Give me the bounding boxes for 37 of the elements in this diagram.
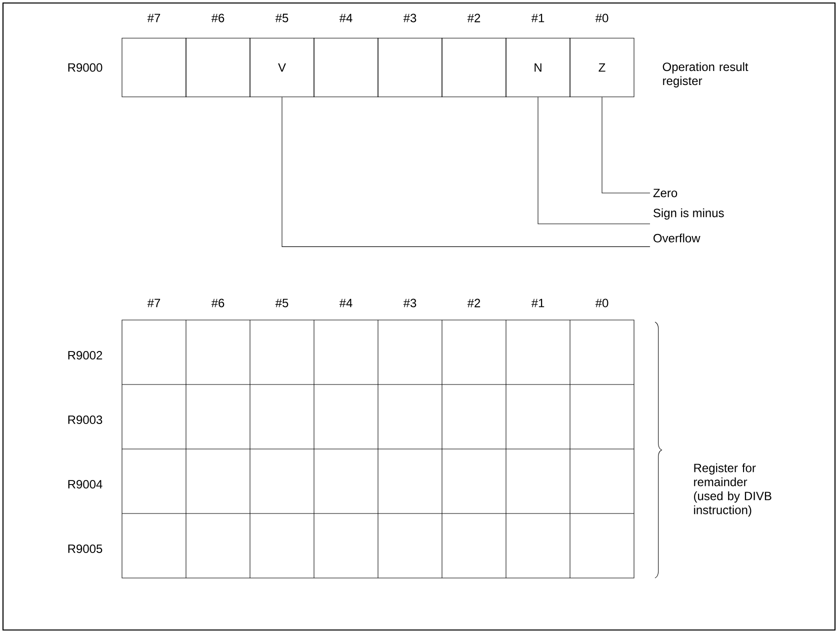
bit-number: #4 [339, 298, 352, 308]
bit-number: #1 [531, 298, 544, 308]
register-cell [186, 38, 250, 98]
register-cell: V [250, 38, 314, 98]
register-name: R9002 [68, 351, 102, 360]
bit-number: #0 [595, 298, 608, 308]
bit-number: #2 [467, 298, 480, 308]
bit-number: #7 [147, 298, 160, 308]
register-description: Register for remainder (used by DIVB instruction) [694, 463, 772, 517]
bit-number: #5 [275, 14, 288, 22]
callout-text: Zero [653, 188, 678, 198]
bit-number: #6 [211, 14, 224, 22]
leader-line [602, 96, 650, 194]
bit-number: #1 [531, 14, 544, 22]
leader-line [538, 96, 650, 224]
register-name: R9000 [68, 63, 102, 72]
register-name: R9003 [68, 416, 102, 424]
register-description: Operation result register [662, 62, 748, 88]
bit-number: #7 [147, 14, 160, 22]
callout-text: Sign is minus [653, 208, 724, 220]
bit-number: #4 [339, 14, 352, 22]
register-cell [442, 38, 506, 98]
bit-number: #2 [467, 14, 480, 22]
register-name: R9005 [68, 544, 102, 554]
register-cell [122, 38, 186, 98]
bit-number: #5 [275, 298, 288, 308]
bit-number: #3 [403, 298, 416, 308]
register-cell: N [506, 38, 570, 98]
register-cell [378, 38, 442, 98]
register-cell: Z [570, 38, 634, 98]
bit-number: #0 [595, 14, 608, 22]
bit-number: #6 [211, 298, 224, 308]
leader-line [282, 96, 650, 247]
bit-number: #3 [403, 14, 416, 22]
register-name: R9004 [68, 480, 102, 489]
callout-text: Overflow [654, 234, 700, 242]
register-cell [314, 38, 378, 98]
